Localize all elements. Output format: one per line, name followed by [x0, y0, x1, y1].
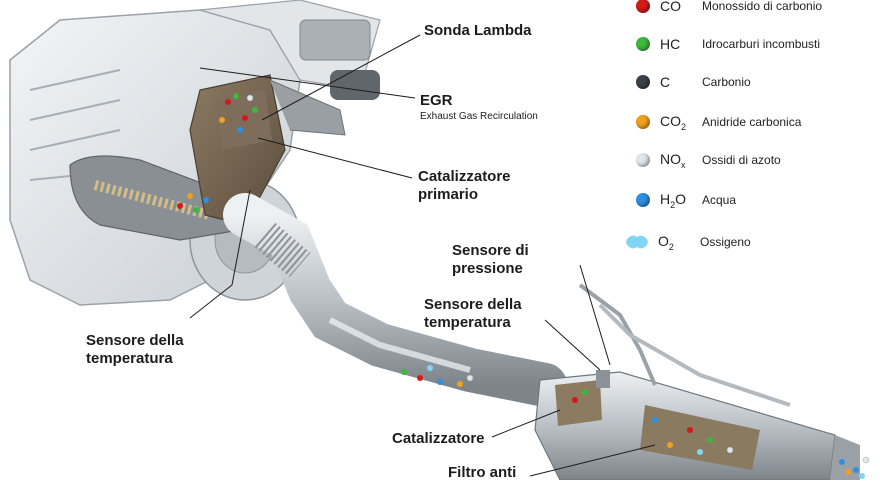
- catalizzatore-label: Catalizzatore: [392, 430, 485, 447]
- legend-row-o2: O2 Ossigeno: [626, 232, 751, 252]
- legend-formula: NOx: [660, 150, 686, 170]
- legend-row-co: CO Monossido di carbonio: [636, 0, 822, 16]
- legend-formula: H2O: [660, 190, 687, 210]
- legend-formula: CO: [660, 0, 681, 14]
- dark-sphere-icon: [636, 75, 650, 89]
- gas-particles: [177, 93, 870, 479]
- sonda-lambda-label: Sonda Lambda: [424, 22, 532, 39]
- sensore-temperatura-left-line2: temperatura: [86, 350, 173, 367]
- legend-description: Anidride carbonica: [702, 115, 802, 129]
- orange-sphere-icon: [636, 115, 650, 129]
- legend-formula: HC: [660, 36, 681, 52]
- legend-row-h2o: H2O Acqua: [636, 190, 736, 210]
- legend-description: Idrocarburi incombusti: [702, 37, 821, 51]
- legend-description: Monossido di carbonio: [702, 0, 823, 13]
- blue-sphere-icon: [636, 193, 650, 207]
- legend-row-c: C Carbonio: [636, 72, 751, 92]
- legend-row-nox: NOx Ossidi di azoto: [636, 150, 781, 170]
- white-sphere-icon: [636, 153, 650, 167]
- sensore-temperatura-right-label: Sensore della temperatura: [424, 296, 522, 332]
- red-sphere-icon: [636, 0, 650, 13]
- catalizzatore-primario-line1: Catalizzatore: [418, 168, 511, 185]
- legend-description: Ossigeno: [700, 235, 751, 249]
- legend-row-co2: CO2 Anidride carbonica: [636, 112, 801, 132]
- sensore-temperatura-right-line1: Sensore della: [424, 296, 522, 313]
- green-sphere-icon: [636, 37, 650, 51]
- egr-label: EGR: [420, 92, 453, 109]
- exhaust-pipe: [223, 193, 567, 407]
- sensore-pressione-line2: pressione: [452, 260, 523, 277]
- legend-formula: C: [660, 74, 671, 90]
- primary-catalyst: [189, 74, 346, 226]
- legend-row-hc: HC Idrocarburi incombusti: [636, 34, 820, 54]
- catalyst-and-dpf: [534, 371, 860, 480]
- legend-description: Ossidi di azoto: [702, 153, 781, 167]
- legend-description: Carbonio: [702, 75, 751, 89]
- sensore-temperatura-right-line2: temperatura: [424, 314, 511, 331]
- legend-formula: CO2: [660, 112, 687, 132]
- sensore-pressione-line1: Sensore di: [452, 242, 529, 259]
- egr-sublabel: Exhaust Gas Recirculation: [420, 111, 538, 122]
- sensore-temperatura-left-line1: Sensore della: [86, 332, 184, 349]
- leader-lines: [189, 34, 656, 477]
- catalizzatore-primario-line2: primario: [418, 186, 479, 203]
- catalizzatore-primario-label: Catalizzatore primario: [418, 168, 511, 204]
- legend-formula: O2: [658, 232, 674, 252]
- sensore-temperatura-left-label: Sensore della temperatura: [86, 332, 184, 368]
- cyan-double-sphere-icon: [626, 235, 648, 249]
- legend-description: Acqua: [702, 193, 737, 207]
- pressure-sensor-tubes: [578, 283, 791, 407]
- filtro-label: Filtro anti: [448, 464, 517, 481]
- sensore-pressione-label: Sensore di pressione: [452, 242, 529, 278]
